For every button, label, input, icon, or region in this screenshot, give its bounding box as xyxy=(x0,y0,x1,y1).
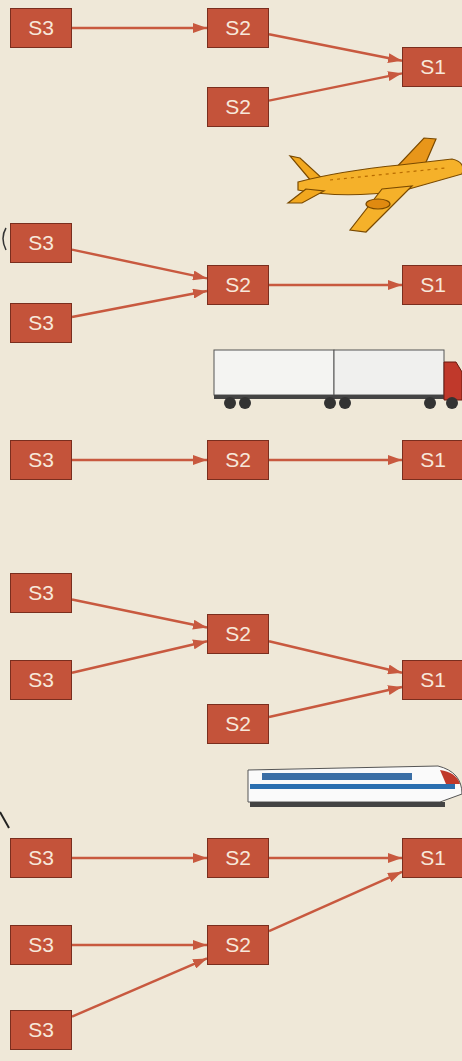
edge-fragment xyxy=(3,228,6,250)
supplier-box: S3 xyxy=(10,838,72,878)
supplier-box: S1 xyxy=(402,47,462,87)
supplier-box: S2 xyxy=(207,838,269,878)
airplane-tailplane xyxy=(288,189,324,203)
supplier-box: S3 xyxy=(10,573,72,613)
truck-cab xyxy=(444,362,462,400)
flow-arrow xyxy=(72,958,207,1016)
flow-arrow xyxy=(72,857,207,860)
supplier-box: S2 xyxy=(207,925,269,965)
flow-arrow xyxy=(269,872,402,931)
supplier-label: S3 xyxy=(28,846,54,869)
flow-arrow xyxy=(72,250,207,279)
supplier-box: S2 xyxy=(207,704,269,744)
supplier-label: S1 xyxy=(420,668,446,691)
supplier-label: S3 xyxy=(28,231,54,254)
flow-arrow xyxy=(269,687,402,717)
train-stripe xyxy=(250,784,455,789)
truck-chassis xyxy=(214,395,454,399)
supplier-box: S2 xyxy=(207,265,269,305)
supplier-label: S2 xyxy=(225,448,251,471)
flow-arrow xyxy=(72,27,207,30)
supplier-box: S2 xyxy=(207,440,269,480)
supplier-label: S2 xyxy=(225,846,251,869)
supplier-label: S1 xyxy=(420,55,446,78)
flow-arrow xyxy=(72,459,207,462)
airplane-engine xyxy=(366,199,390,209)
supplier-box: S3 xyxy=(10,440,72,480)
supplier-box: S3 xyxy=(10,8,72,48)
supplier-box: S3 xyxy=(10,303,72,343)
truck-illustration xyxy=(214,350,462,409)
supplier-label: S2 xyxy=(225,933,251,956)
edge-fragment xyxy=(0,812,9,828)
supplier-box: S1 xyxy=(402,440,462,480)
supplier-box: S3 xyxy=(10,660,72,700)
supplier-label: S3 xyxy=(28,668,54,691)
supplier-box: S1 xyxy=(402,660,462,700)
train-illustration xyxy=(248,766,462,807)
truck-wheel xyxy=(324,397,336,409)
supplier-box: S1 xyxy=(402,265,462,305)
supplier-label: S3 xyxy=(28,581,54,604)
flow-arrow xyxy=(269,284,402,287)
supplier-box: S3 xyxy=(10,223,72,263)
airplane-windows xyxy=(330,168,445,180)
supplier-label: S2 xyxy=(225,16,251,39)
supplier-box: S1 xyxy=(402,838,462,878)
supplier-label: S3 xyxy=(28,933,54,956)
truck-wheel xyxy=(446,397,458,409)
supplier-box: S2 xyxy=(207,614,269,654)
supplier-label: S1 xyxy=(420,273,446,296)
truck-trailer xyxy=(334,350,444,395)
truck-wheel xyxy=(424,397,436,409)
airplane-fuselage xyxy=(298,159,462,195)
supplier-label: S2 xyxy=(225,273,251,296)
supplier-label: S3 xyxy=(28,16,54,39)
airplane-wing xyxy=(350,186,412,232)
supplier-label: S3 xyxy=(28,311,54,334)
flow-arrow xyxy=(72,641,207,673)
flow-arrow xyxy=(72,291,207,317)
truck-wheel xyxy=(224,397,236,409)
flow-arrow xyxy=(72,599,207,627)
supplier-box: S2 xyxy=(207,8,269,48)
supplier-box: S3 xyxy=(10,1010,72,1050)
truck-trailer xyxy=(214,350,334,395)
airplane-illustration xyxy=(288,138,462,232)
train-nose xyxy=(440,770,460,784)
train-undercarriage xyxy=(250,802,445,807)
flow-arrow xyxy=(269,73,402,100)
flow-arrow xyxy=(269,34,402,61)
supplier-label: S1 xyxy=(420,846,446,869)
truck-wheel xyxy=(239,397,251,409)
flow-arrow xyxy=(269,641,402,672)
flow-arrow xyxy=(269,857,402,860)
supplier-label: S3 xyxy=(28,1018,54,1041)
train-body xyxy=(248,766,462,802)
supplier-label: S3 xyxy=(28,448,54,471)
flow-arrow xyxy=(72,944,207,947)
truck-wheel xyxy=(339,397,351,409)
supplier-label: S1 xyxy=(420,448,446,471)
supplier-label: S2 xyxy=(225,712,251,735)
train-windows xyxy=(262,773,412,780)
supplier-box: S2 xyxy=(207,87,269,127)
flow-arrow xyxy=(269,459,402,462)
supplier-box: S3 xyxy=(10,925,72,965)
supplier-label: S2 xyxy=(225,622,251,645)
supplier-label: S2 xyxy=(225,95,251,118)
